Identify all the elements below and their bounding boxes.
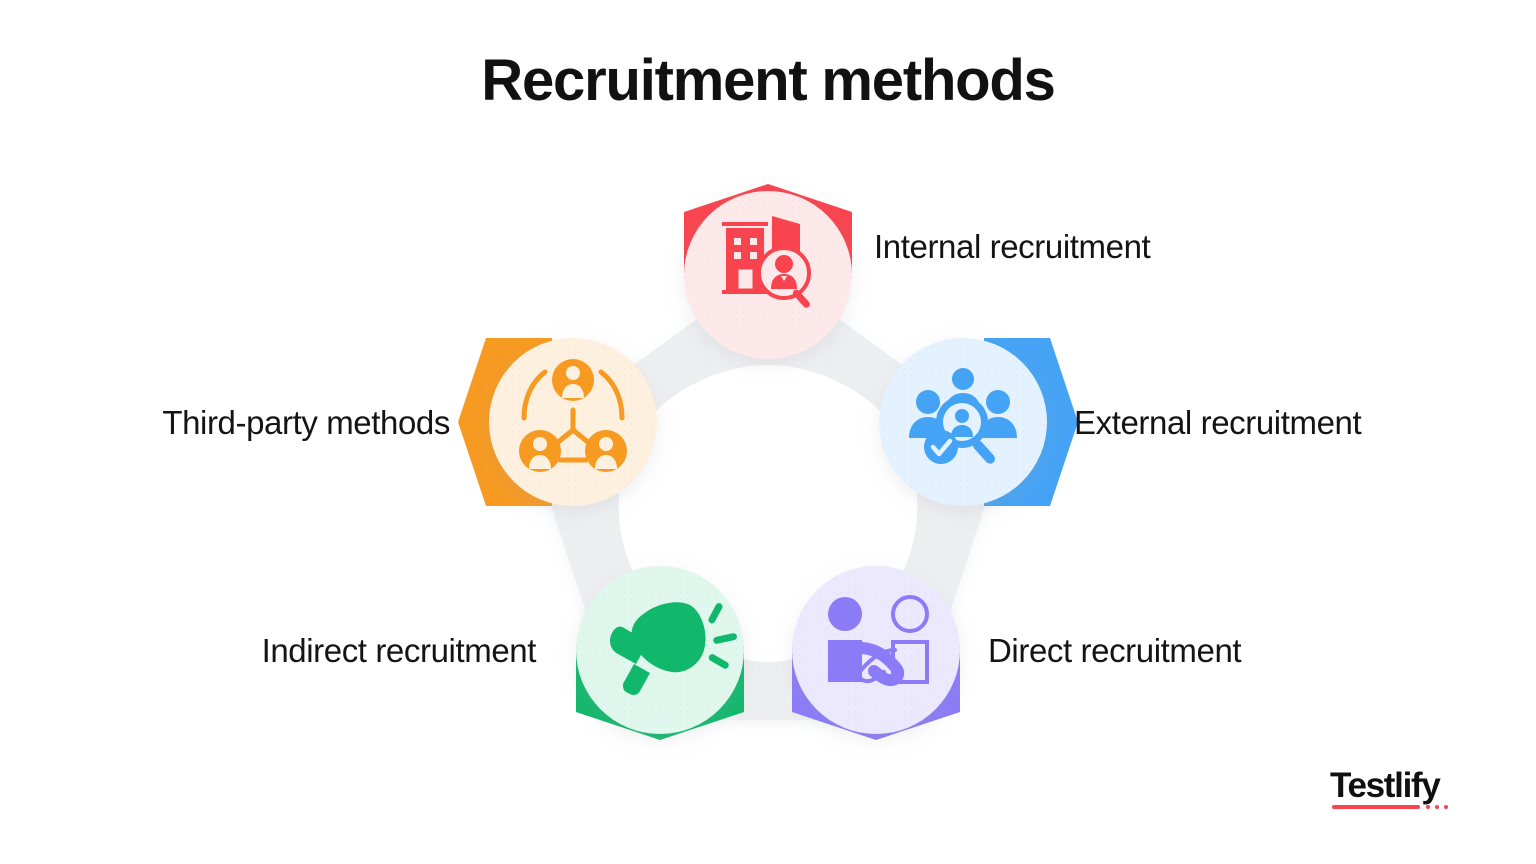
logo-dots: [1426, 805, 1448, 809]
recruitment-methods-diagram: Internal recruitment External recruitmen…: [0, 150, 1536, 770]
diagram-graphic: [458, 184, 1078, 740]
building-person-search-icon: [722, 216, 811, 308]
logo-underline: [1332, 805, 1420, 809]
node-indirect[interactable]: [576, 566, 744, 740]
node-direct[interactable]: [792, 566, 960, 740]
people-network-icon: [519, 359, 627, 472]
testlify-logo: Testlify: [1330, 768, 1480, 822]
node-label-indirect: Indirect recruitment: [261, 632, 537, 669]
handshake-icon: [828, 595, 929, 687]
node-third-party[interactable]: [458, 338, 657, 506]
megaphone-icon: [610, 602, 737, 695]
node-internal[interactable]: [684, 184, 852, 359]
node-label-direct: Direct recruitment: [988, 632, 1242, 669]
page-title: Recruitment methods: [481, 48, 1056, 113]
node-external[interactable]: [879, 338, 1078, 506]
logo-wordmark: Testlify: [1330, 766, 1441, 805]
team-search-verified-icon: [909, 368, 1017, 464]
node-label-third-party: Third-party methods: [162, 404, 450, 441]
node-label-internal: Internal recruitment: [874, 228, 1151, 265]
node-label-external: External recruitment: [1074, 404, 1362, 441]
